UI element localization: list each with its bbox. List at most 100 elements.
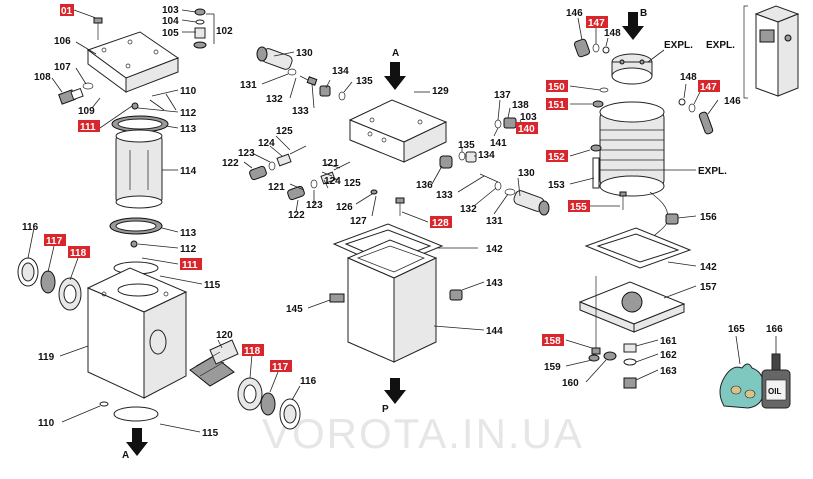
direction-arrow-a-left: [126, 428, 148, 456]
callout-122a: 122: [222, 158, 239, 169]
callout-123b: 123: [306, 200, 323, 211]
direction-label-b: B: [640, 8, 647, 19]
callout-143: 143: [486, 278, 503, 289]
callout-156: 156: [700, 212, 717, 223]
direction-arrow-b: [622, 12, 644, 40]
callout-117a: 117: [44, 234, 66, 247]
part-112-pin-bottom: [130, 240, 138, 248]
callout-124a: 124: [258, 138, 275, 149]
leader-lines: [27, 9, 777, 433]
part-112-pin-top: [131, 102, 139, 110]
callout-157: 157: [700, 282, 717, 293]
callout-150: 150: [546, 80, 568, 93]
part-117-clip-right: [260, 392, 276, 416]
callout-128: 128: [430, 216, 452, 229]
callout-130a: 130: [296, 48, 313, 59]
callout-132a: 132: [266, 94, 283, 105]
callout-133a: 133: [292, 106, 309, 117]
callout-127: 127: [350, 216, 367, 227]
watermark: VOROTA.IN.UA: [262, 410, 584, 457]
part-138-plug: [503, 117, 517, 129]
part-146-valve-right: [698, 111, 714, 135]
callout-131b: 131: [486, 216, 503, 227]
callout-166: 166: [766, 324, 783, 335]
part-145-label: [329, 293, 345, 303]
part-153-bolt: [592, 157, 600, 189]
callout-133b: 133: [436, 190, 453, 201]
callout-144: 144: [486, 326, 503, 337]
part-162-seal: [623, 358, 637, 366]
part-143-plug: [449, 289, 463, 301]
callout-111b: 111: [180, 258, 202, 271]
callout-151: 151: [546, 98, 568, 111]
part-129-valve-block: [348, 99, 448, 163]
expl-label-1: EXPL.: [664, 40, 693, 51]
callout-161: 161: [660, 336, 677, 347]
callout-109: 109: [78, 106, 95, 117]
callout-124b: 124: [324, 176, 341, 187]
svg-text:117: 117: [46, 236, 63, 247]
callout-135b: 135: [458, 140, 475, 151]
part-103-105-fittings: [193, 8, 207, 49]
callout-103b: 103: [520, 112, 537, 123]
callout-115a: 115: [204, 280, 221, 291]
callout-140: 140: [516, 122, 538, 135]
part-148-seal-right: [678, 98, 686, 106]
direction-label-p: P: [382, 404, 389, 415]
callout-125b: 125: [344, 178, 361, 189]
part-114-reservoir: [115, 129, 163, 209]
callout-111a: 111: [78, 120, 100, 133]
callout-165: 165: [728, 324, 745, 335]
part-156-connector: [665, 213, 679, 225]
callout-123a: 123: [238, 148, 255, 159]
callout-134a: 134: [332, 66, 349, 77]
callout-148b: 148: [680, 72, 697, 83]
part-119-pump-body: [86, 267, 188, 399]
callout-135a: 135: [356, 76, 373, 87]
svg-text:111: 111: [182, 260, 198, 271]
callout-163: 163: [660, 366, 677, 377]
callout-134b: 134: [478, 150, 495, 161]
part-134-seat-top: [319, 85, 331, 97]
callout-155: 155: [568, 200, 590, 213]
callout-110: 110: [180, 86, 197, 97]
callout-114: 114: [180, 166, 197, 177]
svg-text:155: 155: [570, 202, 587, 213]
callout-119: 119: [38, 352, 55, 363]
svg-text:151: 151: [548, 100, 565, 111]
part-130-valve-top: [256, 46, 293, 70]
callout-116b: 116: [300, 376, 317, 387]
part-133-stem-top: [299, 75, 318, 86]
callout-130b: 130: [518, 168, 535, 179]
oil-can-label: OIL: [768, 387, 781, 396]
part-163-plug: [623, 377, 637, 389]
callout-125a: 125: [276, 126, 293, 137]
part-152-washer: [590, 144, 602, 152]
callout-146b: 146: [724, 96, 741, 107]
callout-121a: 121: [268, 182, 285, 193]
callout-121b: 121: [322, 158, 339, 169]
part-159-washer: [588, 354, 600, 362]
callout-112b: 112: [180, 244, 197, 255]
callout-118b: 118: [242, 344, 264, 357]
part-150-oring: [599, 87, 609, 93]
callout-142b: 142: [700, 262, 717, 273]
svg-text:128: 128: [432, 218, 449, 229]
part-120-gear-shaft: [189, 339, 239, 387]
inset-pump-overview: [743, 5, 800, 99]
callout-106: 106: [54, 36, 71, 47]
expl-label-2: EXPL.: [706, 40, 735, 51]
part-148-seal-left: [602, 46, 610, 54]
part-motor-cap: [611, 53, 653, 85]
svg-text:158: 158: [544, 336, 561, 347]
part-107-oring: [82, 82, 94, 90]
svg-text:117: 117: [272, 362, 289, 373]
part-122-valve-lower: [287, 185, 305, 201]
part-158-bolt: [591, 276, 601, 355]
part-130-valve-lower: [513, 190, 550, 216]
part-126-ball: [370, 189, 378, 195]
part-108-fitting: [58, 87, 84, 105]
part-137-ring: [494, 119, 502, 129]
callout-108: 108: [34, 72, 51, 83]
